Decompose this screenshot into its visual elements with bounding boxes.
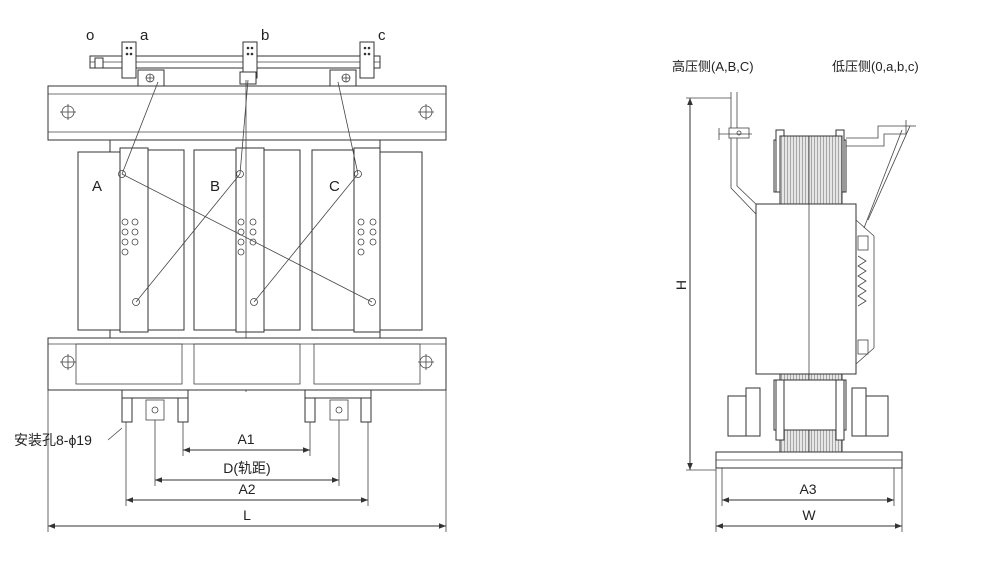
coil-a-outer [77, 151, 121, 331]
phase-label-c: C [329, 178, 340, 195]
coil-b-outer [193, 149, 237, 331]
low-voltage-side-label: 低压侧(0,a,b,c) [832, 59, 919, 74]
side-view: 高压侧(A,B,C) 低压侧(0,a,b,c) [672, 59, 919, 532]
front-dimension-lines [48, 447, 446, 529]
terminal-label-b: b [261, 27, 269, 44]
side-coil-body [755, 203, 875, 375]
mounting-hole-label: 安装孔8-ϕ19 [14, 432, 92, 448]
base-channels [121, 389, 372, 423]
phase-label-b: B [210, 178, 220, 195]
side-dimension-lines [687, 98, 902, 529]
dim-label-a2: A2 [238, 481, 255, 497]
lv-lead-bracket [846, 120, 916, 229]
high-voltage-side-label: 高压侧(A,B,C) [672, 59, 754, 74]
dim-label-a3: A3 [799, 481, 816, 497]
lv-busbar-assembly [89, 41, 381, 87]
terminal-label-o: o [86, 27, 94, 44]
lower-clamp-beam [47, 337, 447, 391]
dim-label-w: W [802, 507, 816, 523]
coil-assembly [77, 79, 423, 392]
hv-lead-bracket [718, 92, 761, 215]
side-lower-frame [715, 379, 903, 469]
dim-label-l: L [243, 507, 251, 523]
dim-label-h: H [673, 280, 689, 290]
terminal-label-c: c [378, 27, 386, 44]
dim-label-d: D(轨距) [223, 460, 270, 476]
phase-label-a: A [92, 178, 102, 195]
coil-c-outer [311, 149, 355, 331]
dim-label-a1: A1 [237, 431, 254, 447]
front-view: o a b c A B C 安装孔8-ϕ19 A1 D(轨距) A2 L [14, 27, 447, 532]
terminal-label-a: a [140, 27, 149, 44]
